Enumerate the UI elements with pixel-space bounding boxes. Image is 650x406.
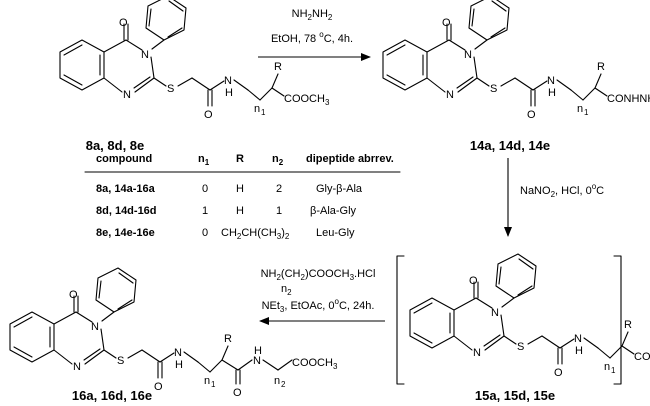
cell-compound: 8e, 14e-16e [96, 227, 155, 239]
cell-n1: 0 [202, 227, 208, 239]
cell-r: CH2CH(CH3)2 [221, 227, 290, 241]
substituent-table: compound n1 R n2 dipeptide abrrev. 8a, 1… [84, 153, 401, 241]
svg-text:n: n [604, 361, 610, 373]
structure-16: O N N S O N H n 1 R O N H n 2 COOCH3 [9, 267, 338, 399]
svg-text:R: R [224, 333, 232, 345]
svg-text:n: n [274, 375, 280, 387]
svg-text:n: n [204, 375, 210, 387]
ester-group: COOCH3 [292, 357, 338, 371]
svg-text:n: n [577, 103, 583, 115]
svg-text:N: N [253, 355, 261, 367]
atom-n: N [141, 49, 149, 61]
ester-group: COOCH3 [284, 93, 330, 107]
svg-text:R: R [597, 61, 605, 73]
atom-h: H [225, 87, 233, 99]
cell-n1: 0 [202, 183, 208, 195]
cell-abbrev: Leu-Gly [316, 227, 355, 239]
label-r: R [274, 61, 282, 73]
cell-abbrev: Gly-β-Ala [316, 183, 363, 195]
label-n1: n [254, 103, 260, 115]
cell-n2: 1 [276, 205, 282, 217]
cell-n2: 2 [276, 183, 282, 195]
label-16: 16a, 16d, 16e [72, 388, 152, 403]
atom-o: O [119, 17, 128, 29]
label-n2-reagent: n2 [281, 283, 292, 297]
svg-text:S: S [117, 355, 124, 367]
header-abbrev: dipeptide abrrev. [306, 153, 394, 165]
svg-text:1: 1 [584, 108, 589, 117]
svg-text:O: O [442, 17, 451, 29]
bracket-right [613, 255, 622, 385]
svg-text:H: H [575, 345, 583, 357]
header-r: R [236, 153, 244, 165]
svg-text:1: 1 [611, 366, 616, 375]
svg-text:O: O [233, 387, 242, 399]
azide-group: CON3 [634, 351, 650, 365]
svg-text:2: 2 [281, 380, 286, 389]
atom-nh: N [224, 75, 232, 87]
condition-base-solvent: NEt3, EtOAc, 0oC, 24h. [262, 297, 375, 314]
structure-15: O N N S O N H n 1 R CON3 [409, 253, 650, 379]
hydrazide-group: CONHNH2 [607, 93, 650, 107]
svg-text:H: H [254, 345, 262, 357]
svg-text:O: O [554, 367, 563, 379]
bracket-left [396, 255, 405, 385]
svg-text:N: N [174, 347, 182, 359]
cell-n1: 1 [202, 205, 208, 217]
svg-text:H: H [548, 87, 556, 99]
svg-text:O: O [469, 275, 478, 287]
svg-text:O: O [527, 109, 536, 121]
label-8: 8a, 8d, 8e [86, 138, 145, 153]
cell-r: H [236, 183, 244, 195]
structure-14: O N N S O N H n 1 R CONHNH2 [382, 0, 650, 121]
svg-text:N: N [73, 361, 81, 373]
svg-text:N: N [91, 321, 99, 333]
header-n1: n1 [198, 153, 210, 167]
header-n2: n2 [272, 153, 284, 167]
cell-abbrev: β-Ala-Gly [310, 205, 357, 217]
svg-text:R: R [624, 319, 632, 331]
condition-nitrite: NaNO2, HCl, 0oC [520, 182, 604, 199]
atom-o: O [204, 109, 213, 121]
svg-text:S: S [517, 341, 524, 353]
label-14: 14a, 14d, 14e [470, 138, 550, 153]
svg-text:O: O [154, 381, 163, 393]
cell-compound: 8d, 14d-16d [96, 205, 157, 217]
cell-r: H [236, 205, 244, 217]
svg-text:N: N [547, 75, 555, 87]
structure-8: O N N S O N H n 1 R COOCH3 [59, 0, 330, 121]
svg-text:O: O [69, 289, 78, 301]
label-15: 15a, 15d, 15e [475, 388, 555, 403]
svg-text:S: S [490, 83, 497, 95]
condition-amine: NH2(CH2)COOCH3.HCl [261, 268, 376, 282]
svg-text:N: N [464, 49, 472, 61]
svg-text:N: N [446, 89, 454, 101]
svg-text:1: 1 [261, 108, 266, 117]
svg-text:1: 1 [211, 380, 216, 389]
condition-hydrazine: NH2NH2 [292, 8, 333, 22]
svg-text:N: N [491, 307, 499, 319]
svg-text:N: N [473, 347, 481, 359]
svg-text:N: N [574, 333, 582, 345]
atom-s: S [167, 83, 174, 95]
condition-ethanol: EtOH, 78 oC, 4h. [271, 30, 353, 45]
cell-compound: 8a, 14a-16a [96, 183, 156, 195]
svg-text:H: H [175, 359, 183, 371]
header-compound: compound [96, 153, 152, 165]
atom-n: N [123, 89, 131, 101]
